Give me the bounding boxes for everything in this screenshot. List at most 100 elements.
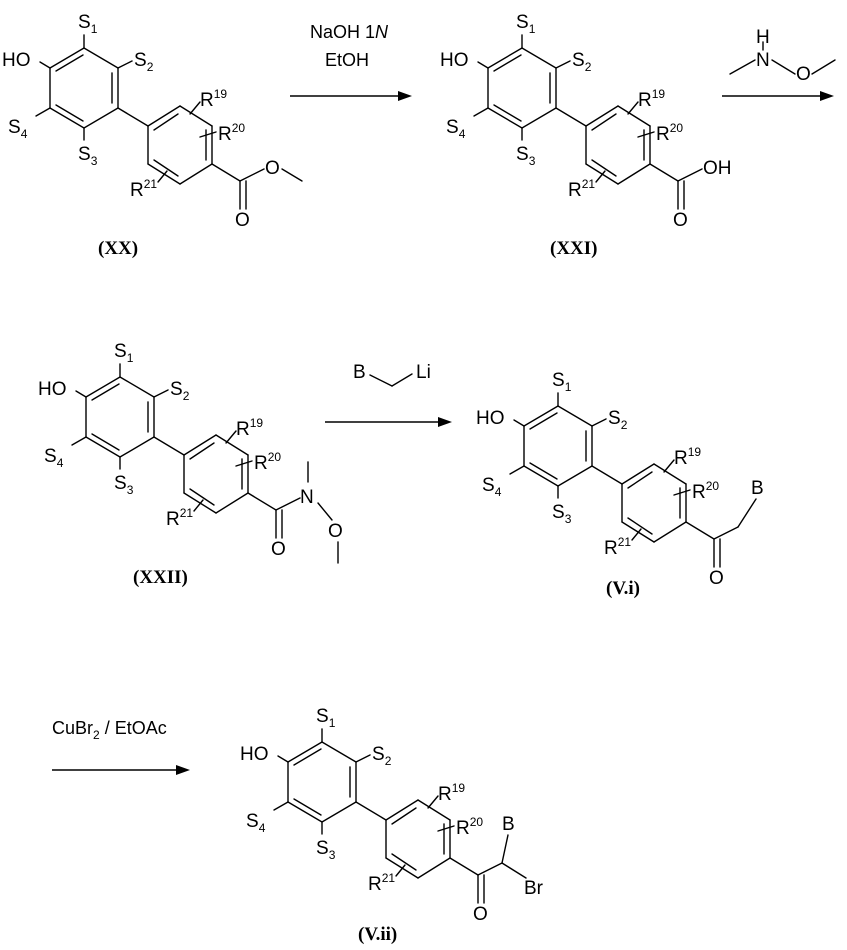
bond xyxy=(686,522,714,539)
aryl-ring-bond xyxy=(418,858,450,878)
compound-label: (XX) xyxy=(98,238,138,259)
ring-double-bond xyxy=(592,160,616,176)
label-r20: R20 xyxy=(692,479,719,503)
label-s4: S4 xyxy=(8,117,28,141)
bond xyxy=(274,802,288,810)
compound-label: (XXII) xyxy=(133,567,188,588)
bond xyxy=(738,499,756,527)
label-s3: S3 xyxy=(316,838,336,862)
label-s1: S1 xyxy=(516,12,536,36)
compound-xxi: S1S2HOS4S3R19R20R21OOH(XXI) xyxy=(440,12,732,259)
label-hydroxyl: HO xyxy=(476,408,505,429)
ring-double-bond xyxy=(494,55,521,71)
aryl-ring-bond xyxy=(180,164,212,184)
label-s4: S4 xyxy=(44,446,64,470)
label-s1: S1 xyxy=(552,370,572,394)
methyl-bond xyxy=(282,169,302,181)
ring-double-bond xyxy=(530,463,557,479)
biaryl-bond xyxy=(356,802,386,820)
ring-double-bond xyxy=(92,434,119,450)
bond xyxy=(474,108,488,116)
label-hydroxyl: HO xyxy=(2,50,31,71)
phenol-ring-bond xyxy=(120,377,154,397)
label-ester-o: O xyxy=(265,158,280,179)
label-s4: S4 xyxy=(482,475,502,499)
bond xyxy=(318,503,332,520)
phenol-ring-bond xyxy=(84,108,118,128)
label-s3: S3 xyxy=(552,502,572,526)
bond xyxy=(154,390,168,397)
phenol-ring-bond xyxy=(558,406,592,426)
bond xyxy=(356,755,370,762)
aryl-ring-bond xyxy=(216,493,248,513)
bond xyxy=(438,826,454,831)
biaryl-bond xyxy=(118,108,148,126)
compound-label: (XXI) xyxy=(550,238,598,259)
label-r20: R20 xyxy=(218,121,245,145)
ring-double-bond xyxy=(392,808,416,824)
ring-double-bond xyxy=(392,854,416,870)
bond xyxy=(638,132,654,137)
label-carbonyl-o: O xyxy=(235,210,250,231)
bond xyxy=(478,863,502,875)
label-hydroxyl: HO xyxy=(38,379,67,400)
label-s4: S4 xyxy=(446,117,466,141)
arrowhead-3 xyxy=(438,417,452,427)
reagent-h: H xyxy=(756,27,770,48)
bond xyxy=(36,108,50,116)
label-acid-oh: OH xyxy=(703,158,732,179)
label-s2: S2 xyxy=(134,50,154,74)
ring-double-bond xyxy=(494,105,521,121)
ring-double-bond xyxy=(628,472,652,488)
label-s4: S4 xyxy=(246,811,266,835)
label-r20: R20 xyxy=(456,815,483,839)
bond xyxy=(226,431,236,443)
reaction-step-2: H N O xyxy=(722,27,835,101)
label-r19: R19 xyxy=(200,87,227,111)
ring-double-bond xyxy=(56,105,83,121)
aryl-ring-bond xyxy=(618,164,650,184)
reagent-naoh: NaOH 1N xyxy=(310,22,389,42)
arrowhead-2 xyxy=(820,91,834,101)
label-r20: R20 xyxy=(254,450,281,474)
compound-label: (V.i) xyxy=(606,578,640,599)
bond xyxy=(40,62,50,68)
compound-label: (V.ii) xyxy=(358,924,397,945)
ring-double-bond xyxy=(190,489,214,505)
phenol-ring-bond xyxy=(120,437,154,457)
label-r20: R20 xyxy=(656,121,683,145)
label-b: B xyxy=(502,814,515,835)
bond xyxy=(502,863,526,878)
ring-double-bond xyxy=(592,114,616,130)
label-r19: R19 xyxy=(674,445,701,469)
compound-xx: S1S2HOS4S3R19R20R21OO(XX) xyxy=(2,12,302,259)
compound-v-ii: S1S2HOS4S3R19R20R21OBBr(V.ii) xyxy=(240,706,544,945)
bond xyxy=(650,164,678,181)
ring-double-bond xyxy=(190,443,214,459)
bond xyxy=(200,132,216,137)
compound-xxii: S1S2HOS4S3R19R20R21ONO(XXII) xyxy=(38,341,343,588)
ring-double-bond xyxy=(294,749,321,765)
biaryl-bond xyxy=(556,108,586,126)
reaction-step-3: B Li xyxy=(325,362,452,427)
bond xyxy=(510,466,524,474)
bond xyxy=(190,102,200,114)
bond xyxy=(478,62,488,68)
label-b: B xyxy=(751,478,764,499)
label-r21: R21 xyxy=(166,506,193,530)
label-r21: R21 xyxy=(368,871,395,895)
reaction-step-1: NaOH 1N EtOH xyxy=(290,22,412,101)
aryl-ring-bond xyxy=(654,522,686,542)
label-carbonyl-o: O xyxy=(473,904,488,925)
label-r19: R19 xyxy=(236,416,263,440)
label-carbonyl-o: O xyxy=(271,539,286,560)
reagent-li: Li xyxy=(416,362,431,383)
phenol-ring-bond xyxy=(558,466,592,486)
bond xyxy=(236,461,252,466)
label-s3: S3 xyxy=(516,144,536,168)
ring-double-bond xyxy=(154,114,178,130)
phenol-ring-bond xyxy=(522,108,556,128)
bond xyxy=(628,102,638,114)
ring-double-bond xyxy=(628,518,652,534)
